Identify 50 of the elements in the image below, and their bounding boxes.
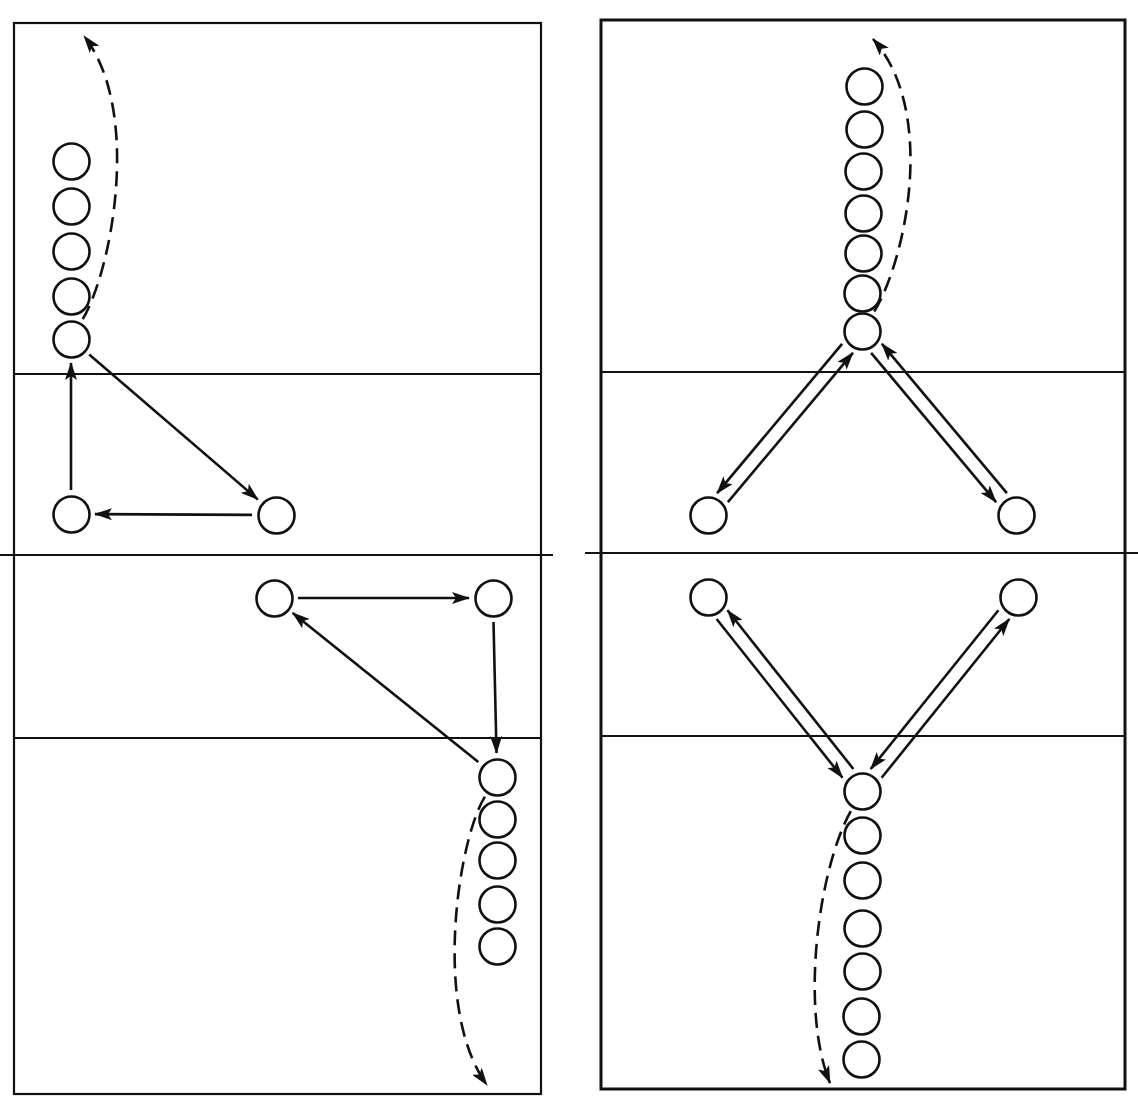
arrow: [88, 353, 259, 501]
player-circle: [842, 815, 882, 855]
arrow: [65, 362, 77, 490]
player-circle: [51, 186, 91, 226]
player-circle: [842, 951, 882, 991]
arrow: [715, 618, 844, 779]
player-circle: [843, 193, 883, 233]
player-circle: [843, 233, 883, 273]
player-circle: [254, 578, 294, 618]
arrow: [490, 621, 503, 754]
player-circle: [477, 840, 517, 880]
player-circle: [996, 495, 1036, 535]
player-circle: [51, 276, 91, 316]
arrow: [870, 351, 998, 504]
player-circle: [842, 771, 882, 811]
player-circle: [477, 757, 517, 797]
arrow: [880, 342, 1008, 495]
player-circle: [688, 577, 728, 617]
arrow: [291, 612, 480, 763]
player-circle: [843, 151, 883, 191]
player-circle: [842, 860, 882, 900]
player-circle: [998, 577, 1038, 617]
player-circle: [477, 884, 517, 924]
player-circle: [842, 273, 882, 313]
player-circle: [477, 926, 517, 966]
player-circle: [841, 996, 881, 1036]
arrow: [880, 618, 1011, 779]
arrow: [726, 609, 855, 770]
arrow: [869, 609, 1000, 770]
dashed-arrow: [871, 38, 912, 313]
player-circle: [256, 495, 296, 535]
player-circle: [844, 109, 884, 149]
player-circle: [688, 495, 728, 535]
arrow: [94, 508, 252, 521]
arrow: [716, 342, 844, 495]
player-circle: [841, 1039, 881, 1079]
player-circle: [473, 578, 513, 618]
player-circle: [51, 494, 91, 534]
player-circle: [844, 66, 884, 106]
dashed-arrow: [81, 35, 119, 320]
player-circle: [51, 231, 91, 271]
player-circle: [842, 311, 882, 351]
arrow: [726, 351, 854, 504]
arrow: [298, 592, 470, 604]
player-circle: [842, 908, 882, 948]
player-circle: [51, 319, 91, 359]
dashed-arrow: [813, 810, 852, 1084]
player-circle: [51, 141, 91, 181]
player-circle: [477, 799, 517, 839]
dashed-arrow: [453, 796, 489, 1086]
